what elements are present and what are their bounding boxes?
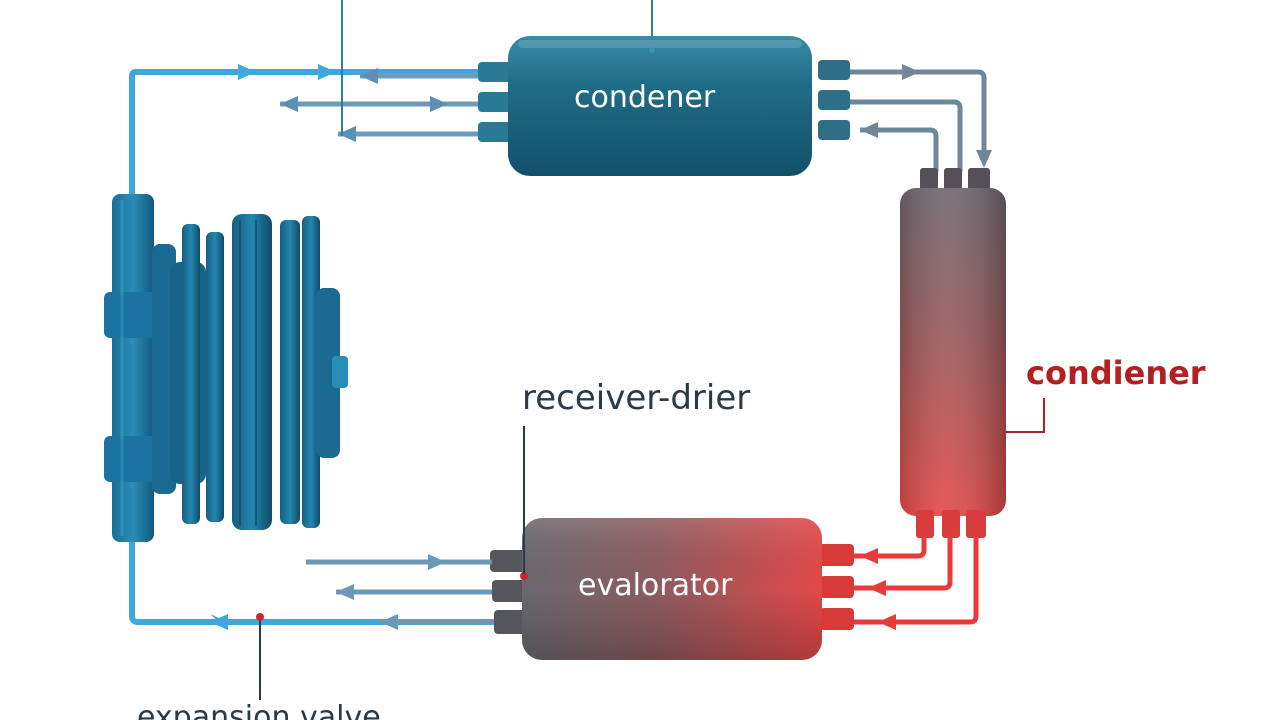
expansion-valve-marker [256, 613, 264, 700]
condenser-inlet-arrowheads [280, 68, 448, 142]
condenser-label: condener [574, 80, 716, 115]
condenser-outlet-arrowheads [860, 64, 992, 168]
condenser-unit [478, 36, 850, 176]
evaporator-outlet-arrowheads [336, 554, 446, 630]
hot-line-pipes [854, 536, 979, 625]
condenser-inlet-arrows [280, 73, 482, 137]
evaporator-outlet-arrows [306, 559, 494, 625]
receiver-drier-unit [900, 168, 1006, 538]
cool-line-loop [129, 69, 495, 625]
expansion-valve-label: expansion valve [137, 700, 381, 720]
receiver-drier-label: receiver-drier [522, 378, 751, 418]
compressor-unit [104, 194, 348, 542]
cool-line-arrows-left [210, 64, 336, 630]
condiener-label: condiener [1026, 354, 1206, 392]
condenser-outlet-pipes [850, 69, 987, 172]
hot-line-arrowheads [860, 548, 896, 630]
evaporator-label: evalorator [578, 568, 733, 603]
condiener-leader-line [1006, 398, 1045, 433]
evaporator-unit [490, 518, 854, 660]
